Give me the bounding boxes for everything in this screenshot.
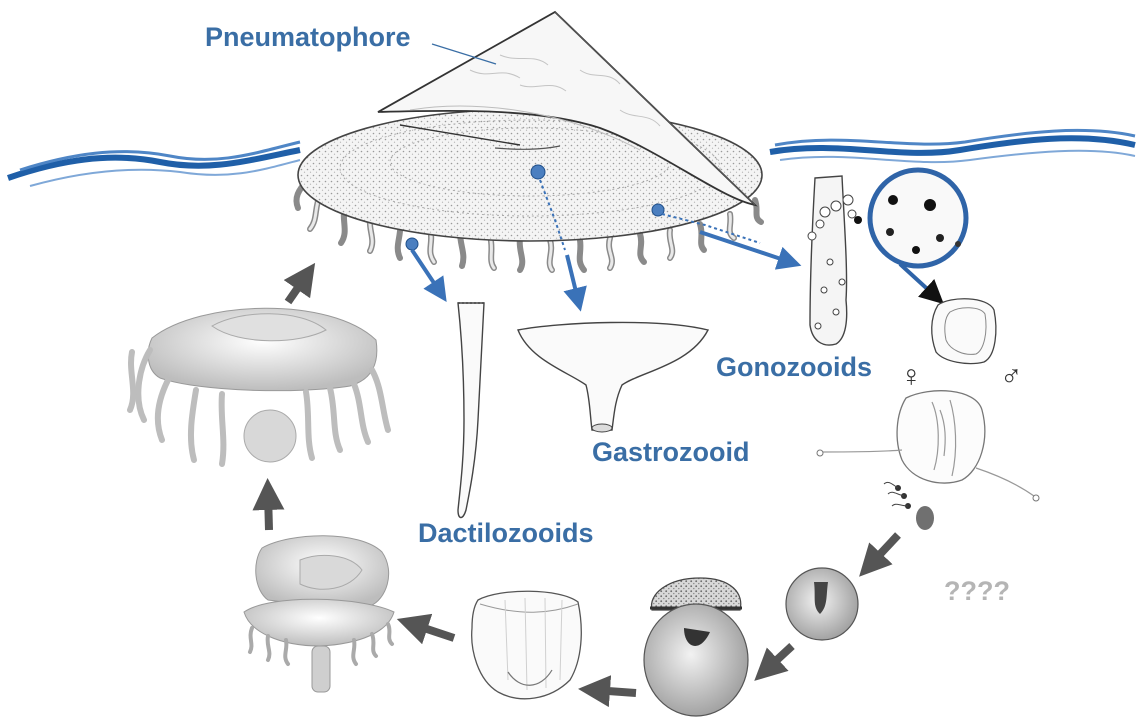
larva-stage-drawing bbox=[644, 578, 748, 716]
gastrozooid-drawing bbox=[518, 322, 708, 432]
egg-drawing bbox=[786, 568, 858, 640]
label-gastrozooid: Gastrozooid bbox=[592, 437, 750, 468]
left-wave bbox=[8, 142, 300, 186]
dactilozooid-drawing bbox=[458, 303, 484, 518]
label-pneumatophore: Pneumatophore bbox=[205, 22, 411, 53]
conaria-drawing bbox=[472, 591, 582, 699]
magnified-view bbox=[870, 170, 966, 296]
unknown-stage-label: ???? bbox=[944, 576, 1010, 607]
label-dactilozooids: Dactilozooids bbox=[418, 518, 594, 549]
label-gonozooids: Gonozooids bbox=[716, 352, 872, 383]
small-medusa-drawing bbox=[932, 299, 996, 364]
medusa-drawing bbox=[817, 391, 1039, 501]
young-colony-drawing bbox=[244, 536, 394, 692]
gonozooid-drawing bbox=[808, 176, 862, 345]
juvenile-colony-drawing bbox=[130, 308, 388, 464]
gametes bbox=[884, 482, 934, 530]
zooid-arrows bbox=[412, 232, 790, 300]
male-symbol: ♂ bbox=[1000, 360, 1023, 394]
female-symbol: ♀ bbox=[900, 360, 923, 394]
right-wave bbox=[770, 130, 1135, 162]
